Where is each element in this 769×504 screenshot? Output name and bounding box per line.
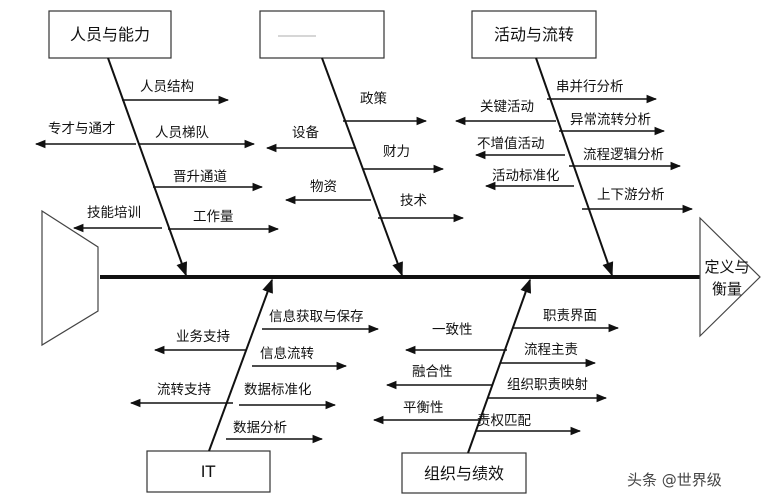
org-label-6: 平衡性 xyxy=(403,400,444,416)
blank-label-5: 技术 xyxy=(400,193,427,209)
org-label-5: 组织职责映射 xyxy=(507,377,588,393)
it-label-4: 流转支持 xyxy=(157,382,211,398)
blank-label-4: 物资 xyxy=(310,179,337,195)
activity-box xyxy=(471,10,597,59)
head-label-line2: 衡量 xyxy=(712,280,742,298)
it-label-6: 数据分析 xyxy=(233,420,287,436)
activity-label-7: 上下游分析 xyxy=(597,187,665,203)
org-label-2: 一致性 xyxy=(432,322,473,338)
blank-label-2: 设备 xyxy=(292,124,319,141)
blank-bone xyxy=(321,57,403,277)
it-label-5: 数据标准化 xyxy=(244,382,312,398)
watermark: 头条 @世界级 xyxy=(627,471,722,489)
activity-label-6: 活动标准化 xyxy=(492,168,560,184)
blank-label-1: 政策 xyxy=(360,90,387,107)
org-bone xyxy=(467,278,532,454)
activity-label-5: 流程逻辑分析 xyxy=(583,147,664,163)
it-label-2: 业务支持 xyxy=(176,329,230,345)
activity-label-1: 串并行分析 xyxy=(556,79,624,95)
people-label-3: 人员梯队 xyxy=(155,125,209,141)
people-label-6: 工作量 xyxy=(193,209,234,225)
head-label-line1: 定义与 xyxy=(704,258,749,276)
it-box xyxy=(146,450,271,493)
blank-box xyxy=(259,10,385,59)
people-box xyxy=(48,10,172,59)
people-label-2: 专才与通才 xyxy=(48,121,116,137)
it-label-3: 信息流转 xyxy=(260,345,314,362)
it-label-1: 信息获取与保存 xyxy=(269,308,364,325)
org-title: 组织与绩效 xyxy=(424,464,504,483)
tail-shape xyxy=(41,209,99,347)
org-label-4: 融合性 xyxy=(412,364,453,380)
activity-label-2: 关键活动 xyxy=(480,99,534,115)
it-title: IT xyxy=(201,462,216,481)
org-label-3: 流程主责 xyxy=(524,342,578,358)
people-label-4: 晋升通道 xyxy=(173,169,227,185)
people-label-5: 技能培训 xyxy=(87,205,141,221)
activity-title: 活动与流转 xyxy=(494,25,574,44)
activity-label-3: 异常流转分析 xyxy=(570,112,651,128)
people-title: 人员与能力 xyxy=(70,25,150,44)
org-label-7: 责权匹配 xyxy=(477,412,531,429)
head-shape xyxy=(699,216,761,338)
org-label-1: 职责界面 xyxy=(543,308,597,324)
org-box xyxy=(401,452,527,494)
people-bone xyxy=(107,57,188,277)
activity-label-4: 不增值活动 xyxy=(477,136,545,152)
it-bone xyxy=(208,278,273,452)
blank-label-3: 财力 xyxy=(383,144,410,160)
people-label-1: 人员结构 xyxy=(140,79,194,95)
